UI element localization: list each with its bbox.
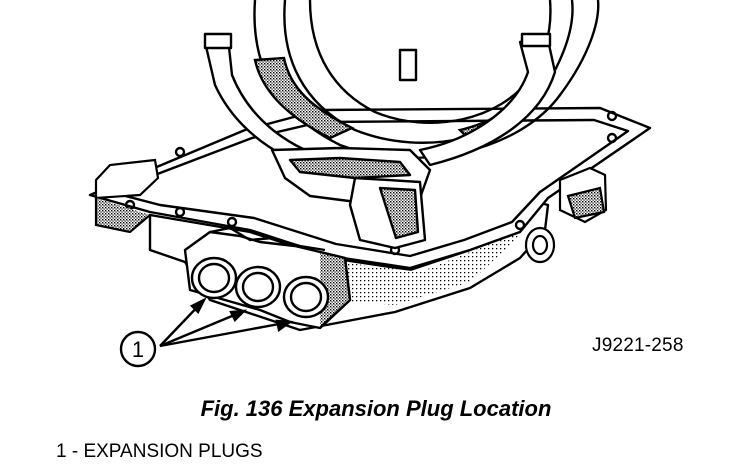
legend-item: 1 - EXPANSION PLUGS (56, 441, 263, 462)
expansion-plug-3 (282, 275, 330, 319)
callout-arrows (159, 297, 294, 348)
expansion-plug-diagram: 1 (88, 0, 652, 368)
right-boss (524, 166, 608, 264)
figure-caption: Fig. 136 Expansion Plug Location (200, 396, 552, 421)
callout-number: 1 (132, 337, 144, 362)
expansion-plug-1 (190, 256, 238, 300)
shift-fork (203, 32, 557, 250)
expansion-plugs (190, 256, 330, 319)
figure-reference-code: J9221-258 (592, 335, 684, 356)
callout-1: 1 (119, 330, 157, 368)
left-boss (94, 158, 160, 234)
expansion-plug-2 (234, 265, 282, 309)
